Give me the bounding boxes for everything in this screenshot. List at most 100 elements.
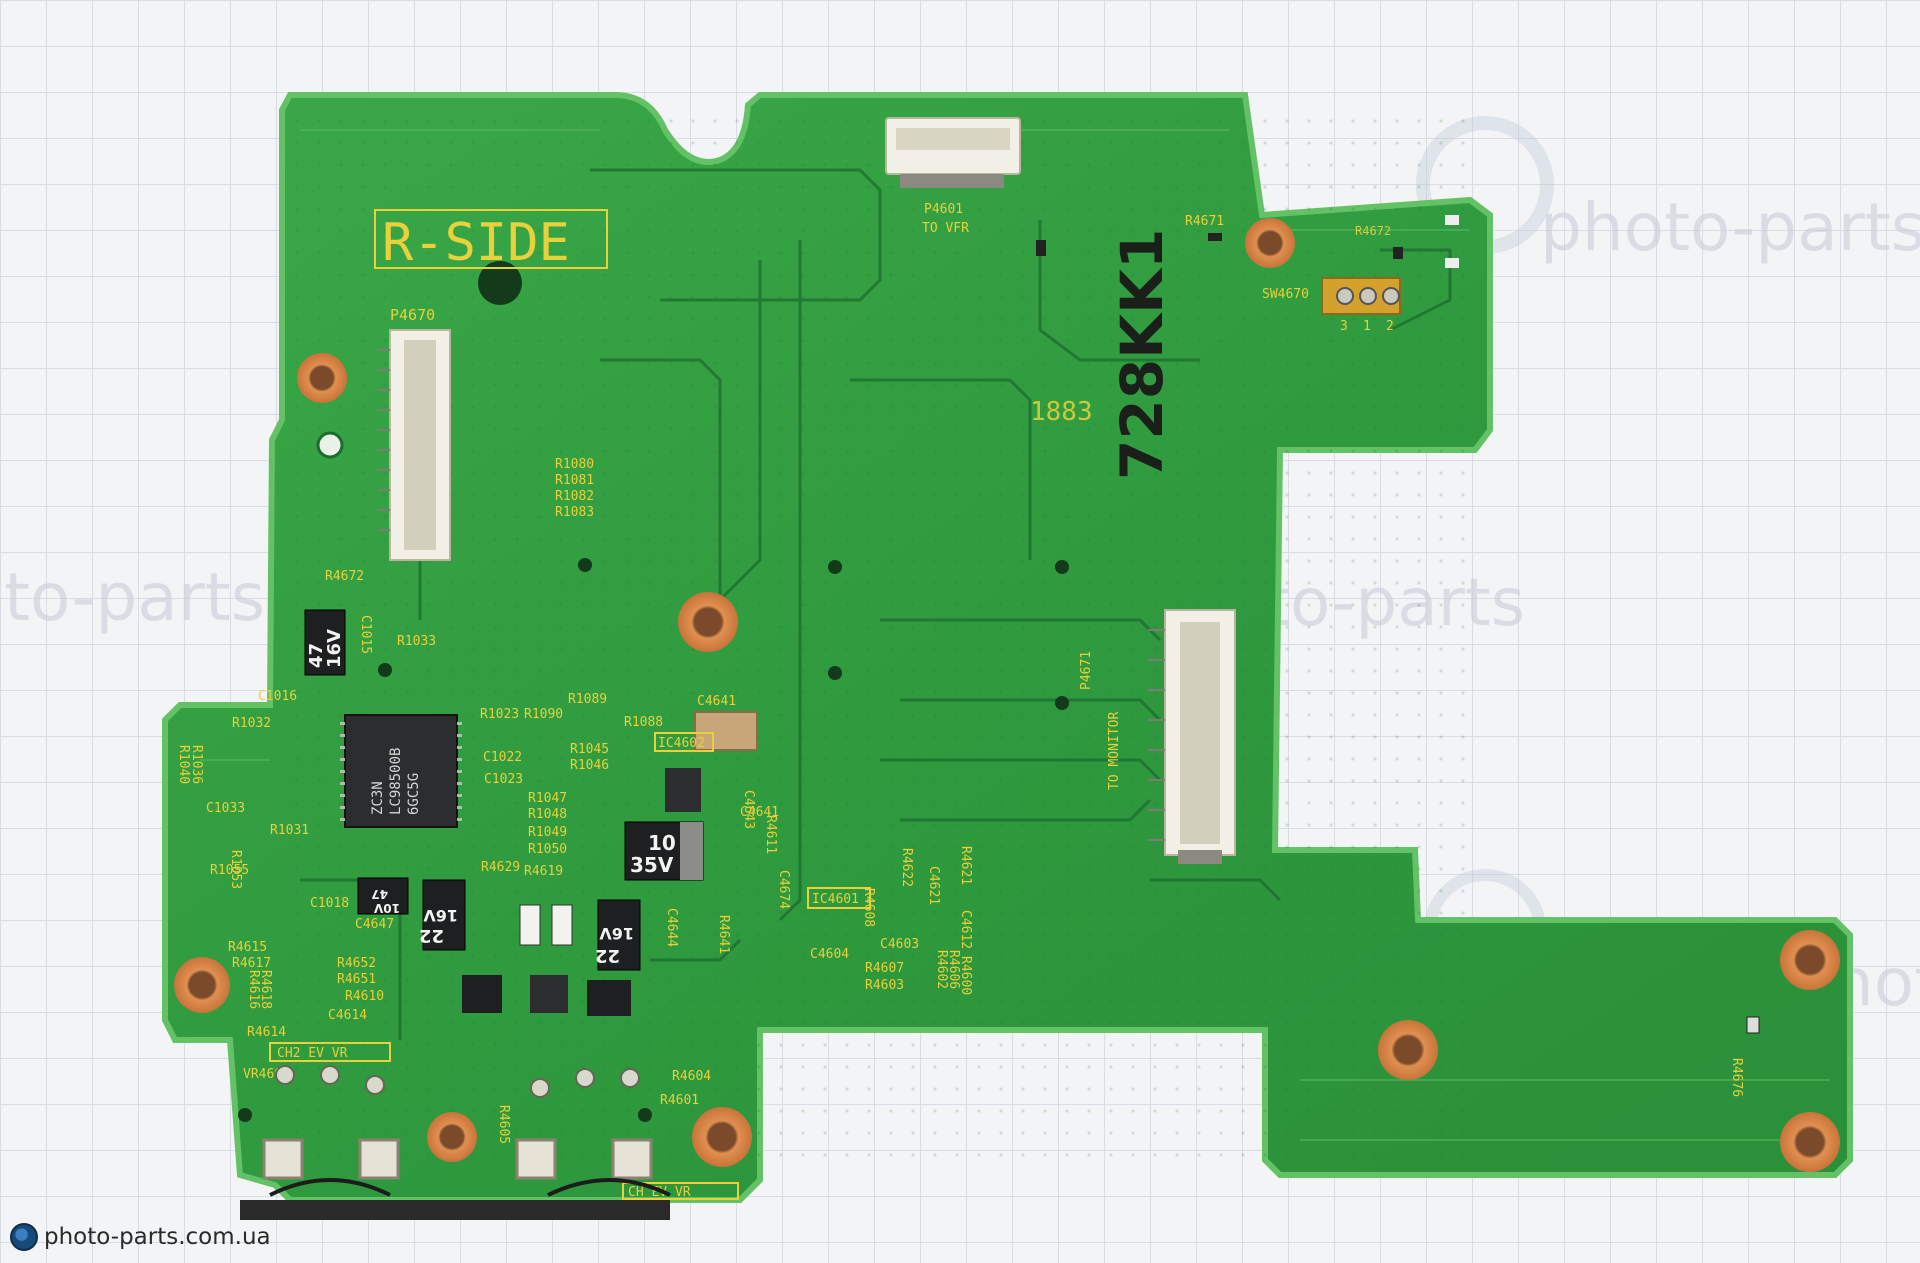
svg-text:R4611: R4611 [763, 815, 778, 854]
capacitor-47-10v: 47 10V [357, 877, 409, 915]
svg-text:2: 2 [1386, 319, 1394, 334]
svg-text:R1053: R1053 [228, 850, 243, 889]
svg-text:R4610: R4610 [345, 989, 384, 1004]
svg-text:C4612: C4612 [958, 910, 973, 949]
cap-c4641-label: C4641 [697, 694, 736, 709]
vr-pad [358, 1138, 400, 1180]
ic-small [587, 980, 631, 1016]
svg-text:R1047: R1047 [528, 791, 567, 806]
svg-text:P4671: P4671 [1079, 651, 1094, 690]
resistor-r4676-label: R4676 [1729, 1058, 1744, 1097]
svg-text:R4641: R4641 [716, 915, 731, 954]
svg-text:47: 47 [371, 887, 388, 901]
mounting-hole [692, 1107, 752, 1167]
svg-text:R4629: R4629 [481, 860, 520, 875]
svg-text:C4647: C4647 [355, 917, 394, 932]
svg-text:R4604: R4604 [672, 1069, 711, 1084]
svg-text:R1081: R1081 [555, 473, 594, 488]
svg-text:R1023: R1023 [480, 707, 519, 722]
svg-text:R1040: R1040 [176, 745, 191, 784]
svg-text:R1033: R1033 [397, 634, 436, 649]
smd-part [1208, 233, 1222, 241]
watermark-text-top: photo-parts [1540, 189, 1920, 266]
svg-text:R4621: R4621 [958, 846, 973, 885]
svg-text:R4617: R4617 [232, 956, 271, 971]
svg-text:C4643: C4643 [741, 790, 756, 829]
handwritten-marking: 728KK1 [1108, 229, 1176, 480]
left-fpc-connector: P4670 [378, 306, 451, 561]
svg-text:R1032: R1032 [232, 716, 271, 731]
svg-text:1: 1 [1363, 319, 1371, 334]
svg-text:R4618: R4618 [258, 970, 273, 1009]
svg-text:C1033: C1033 [206, 801, 245, 816]
svg-text:R1055: R1055 [210, 863, 249, 878]
svg-text:R4619: R4619 [524, 864, 563, 879]
mounting-hole [678, 592, 738, 652]
svg-text:R4614: R4614 [247, 1025, 286, 1040]
capacitor-47-16v: 47 16V [304, 609, 346, 676]
svg-text:SW4670: SW4670 [1262, 287, 1309, 302]
svg-text:R4672: R4672 [325, 569, 364, 584]
mounting-hole [297, 353, 347, 403]
svg-text:3: 3 [1340, 319, 1348, 334]
tantalum-capacitor [694, 711, 758, 751]
resistor-r4672-label: R4672 [1355, 224, 1391, 238]
svg-text:R4605: R4605 [496, 1105, 511, 1144]
svg-text:R4602: R4602 [934, 950, 949, 989]
smd-part [1445, 215, 1459, 225]
smd-white [551, 904, 573, 946]
svg-text:R4622: R4622 [899, 848, 914, 887]
svg-text:IC4601: IC4601 [812, 892, 859, 907]
svg-text:R4615: R4615 [228, 940, 267, 955]
svg-text:ZC3N: ZC3N [370, 781, 386, 815]
svg-text:C4674: C4674 [776, 870, 791, 909]
mounting-hole [427, 1112, 477, 1162]
svg-text:16V: 16V [423, 906, 458, 925]
site-url: photo-parts.com.ua [44, 1224, 271, 1250]
svg-text:C4614: C4614 [328, 1008, 367, 1023]
ic-ref-labels: IC4602 IC4601 R4676 [654, 732, 1744, 1097]
svg-text:P4601: P4601 [924, 202, 963, 217]
main-ic-chip: ZC3N LC98500B 6GC5G [340, 714, 462, 828]
svg-text:10: 10 [648, 831, 676, 855]
mounting-hole [1378, 1020, 1438, 1080]
svg-text:R1045: R1045 [570, 742, 609, 757]
component-refs: R1080 R1081 R1082 R1083 R4672 C1015 R103… [176, 457, 973, 1144]
smd-part [1445, 258, 1459, 268]
mounting-hole [174, 957, 230, 1013]
capacitor-22-16v-a: 22 16V [419, 879, 466, 951]
svg-text:C4641: C4641 [740, 805, 779, 820]
svg-text:R4652: R4652 [337, 956, 376, 971]
right-fpc-connector: P4671 TO MONITOR [1079, 609, 1236, 864]
photo-parts-logo-icon [10, 1223, 38, 1251]
smd-part [1036, 240, 1046, 256]
svg-text:R1088: R1088 [624, 715, 663, 730]
svg-text:22: 22 [419, 925, 444, 946]
mounting-hole [1780, 1112, 1840, 1172]
svg-text:P4670: P4670 [390, 306, 435, 324]
svg-text:16V: 16V [599, 924, 634, 943]
switch-sw4670: SW4670 3 1 2 [1262, 277, 1401, 334]
vr-pad [262, 1138, 304, 1180]
svg-text:LC98500B: LC98500B [388, 748, 404, 815]
svg-text:TO MONITOR: TO MONITOR [1107, 712, 1122, 790]
svg-text:C4603: C4603 [880, 937, 919, 952]
svg-text:C1018: C1018 [310, 896, 349, 911]
svg-text:R1048: R1048 [528, 807, 567, 822]
svg-text:C1015: C1015 [358, 615, 373, 654]
svg-text:R4606: R4606 [946, 950, 961, 989]
capacitor-10-35v: 10 35V [624, 821, 704, 881]
svg-text:R1036: R1036 [189, 745, 204, 784]
svg-text:R1080: R1080 [555, 457, 594, 472]
black-vias [238, 261, 1069, 1122]
svg-text:TO VFR: TO VFR [922, 221, 969, 236]
svg-text:R4600: R4600 [958, 956, 973, 995]
svg-text:C1016: C1016 [258, 689, 297, 704]
top-fpc-connector: P4601 TO VFR [885, 117, 1021, 236]
site-watermark-caption: photo-parts.com.ua [10, 1222, 271, 1252]
svg-text:R1089: R1089 [568, 692, 607, 707]
svg-text:16V: 16V [324, 629, 345, 668]
ic-small [530, 975, 568, 1013]
svg-text:R4601: R4601 [660, 1093, 699, 1108]
svg-text:R4603: R4603 [865, 978, 904, 993]
